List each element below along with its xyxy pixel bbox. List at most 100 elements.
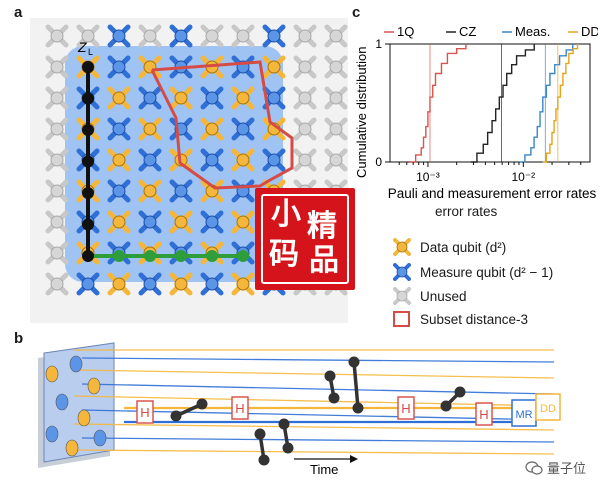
panel-label-c: c — [352, 4, 361, 21]
unused-qubit — [138, 24, 162, 48]
svg-text:H: H — [235, 401, 244, 416]
zl-dot — [82, 155, 94, 168]
watermark-brand: 量子位 — [525, 458, 586, 477]
unused-qubit — [293, 117, 317, 141]
qubit-wire — [73, 449, 555, 455]
data-qubit — [107, 272, 131, 296]
measure-qubit — [231, 55, 255, 79]
time-label: Time — [310, 462, 338, 477]
y-tick-label: 1 — [375, 37, 382, 51]
unused-qubit — [45, 148, 69, 172]
data-qubit — [138, 55, 162, 79]
measure-qubit — [138, 148, 162, 172]
chart-x-axis-label-line2: error rates — [435, 204, 498, 219]
legend-entry: CZ — [459, 24, 476, 39]
cz-gate — [170, 398, 208, 422]
subset-boundary — [150, 60, 294, 190]
measure-qubit — [200, 272, 224, 296]
data-qubit — [231, 148, 255, 172]
legend-data-qubit: Data qubit (d²) — [392, 238, 506, 256]
h-gate: H — [475, 402, 493, 426]
legend-label: Data qubit (d²) — [420, 239, 507, 255]
data-qubit-icon — [393, 238, 411, 256]
slice-qubit — [55, 393, 69, 411]
unused-qubit-icon — [393, 287, 411, 305]
unused-qubit — [45, 179, 69, 203]
measure-qubit — [107, 179, 131, 203]
green-dot — [237, 250, 249, 262]
watermark-stamp: 小 精 码 品 — [255, 188, 355, 290]
chart-x-axis-label: Pauli and measurement error rates — [388, 186, 597, 201]
series-line-1q — [410, 44, 467, 163]
data-qubit — [138, 117, 162, 141]
zl-subscript: L — [88, 47, 93, 57]
zl-dot — [82, 250, 94, 262]
slice-qubit — [45, 425, 59, 443]
measure-qubit — [169, 55, 193, 79]
mr-gate: MR — [511, 399, 537, 427]
zl-label: Z — [77, 39, 87, 55]
measure-qubit — [169, 117, 193, 141]
measure-qubit — [231, 117, 255, 141]
cz-gate — [278, 418, 294, 454]
legend-measure-qubit: Measure qubit (d² − 1) — [392, 263, 553, 281]
slice-qubit — [93, 429, 107, 447]
measure-qubit — [169, 24, 193, 48]
zl-dot — [82, 124, 94, 136]
qubit-wire — [73, 369, 555, 379]
qubit-wire — [81, 437, 555, 443]
h-gate: H — [231, 396, 249, 420]
qubit-wire — [73, 423, 555, 431]
slice-qubit — [65, 439, 79, 457]
legend-label: Subset distance-3 — [420, 311, 529, 327]
unused-qubit — [324, 117, 348, 141]
measure-qubit — [107, 24, 131, 48]
legend-label: Unused — [420, 288, 467, 304]
slice-qubit — [87, 377, 101, 395]
measure-qubit — [200, 210, 224, 234]
panel-label-a: a — [14, 4, 23, 21]
h-gate: H — [136, 400, 154, 424]
unused-qubit — [324, 148, 348, 172]
measure-qubit-icon — [393, 263, 411, 281]
data-qubit — [107, 86, 131, 110]
subset-square-icon — [393, 311, 410, 327]
zl-dot — [82, 92, 94, 105]
unused-qubit — [45, 241, 69, 265]
green-dot — [144, 250, 156, 262]
measure-qubit — [138, 86, 162, 110]
data-qubit — [262, 55, 286, 79]
legend-subset: Subset distance-3 — [392, 310, 528, 328]
unused-qubit — [45, 272, 69, 296]
unused-qubit — [45, 117, 69, 141]
unused-qubit — [324, 24, 348, 48]
unused-qubit — [293, 148, 317, 172]
green-dot — [113, 250, 125, 262]
measure-qubit — [262, 148, 286, 172]
zl-dot — [82, 61, 94, 73]
qubit-lattice-figure: Z L — [30, 18, 348, 323]
data-qubit — [169, 86, 193, 110]
data-qubit — [231, 86, 255, 110]
svg-text:H: H — [479, 407, 488, 422]
zl-dot — [82, 218, 94, 231]
unused-qubit — [76, 24, 100, 48]
data-qubit — [231, 210, 255, 234]
legend-entry: DD — [581, 24, 598, 39]
legend-unused: Unused — [392, 287, 467, 305]
series-line-meas — [518, 44, 574, 163]
measure-qubit — [262, 24, 286, 48]
cz-gate — [348, 356, 364, 414]
unused-qubit — [231, 24, 255, 48]
dd-gate: DD — [535, 393, 561, 421]
legend-label: Measure qubit (d² − 1) — [420, 264, 554, 280]
unused-qubit — [45, 55, 69, 79]
slice-qubit — [77, 409, 91, 427]
legend-entry: Meas. — [515, 24, 550, 39]
unused-qubit — [45, 210, 69, 234]
svg-text:H: H — [140, 405, 149, 420]
measure-qubit — [138, 272, 162, 296]
svg-text:DD: DD — [540, 403, 556, 415]
